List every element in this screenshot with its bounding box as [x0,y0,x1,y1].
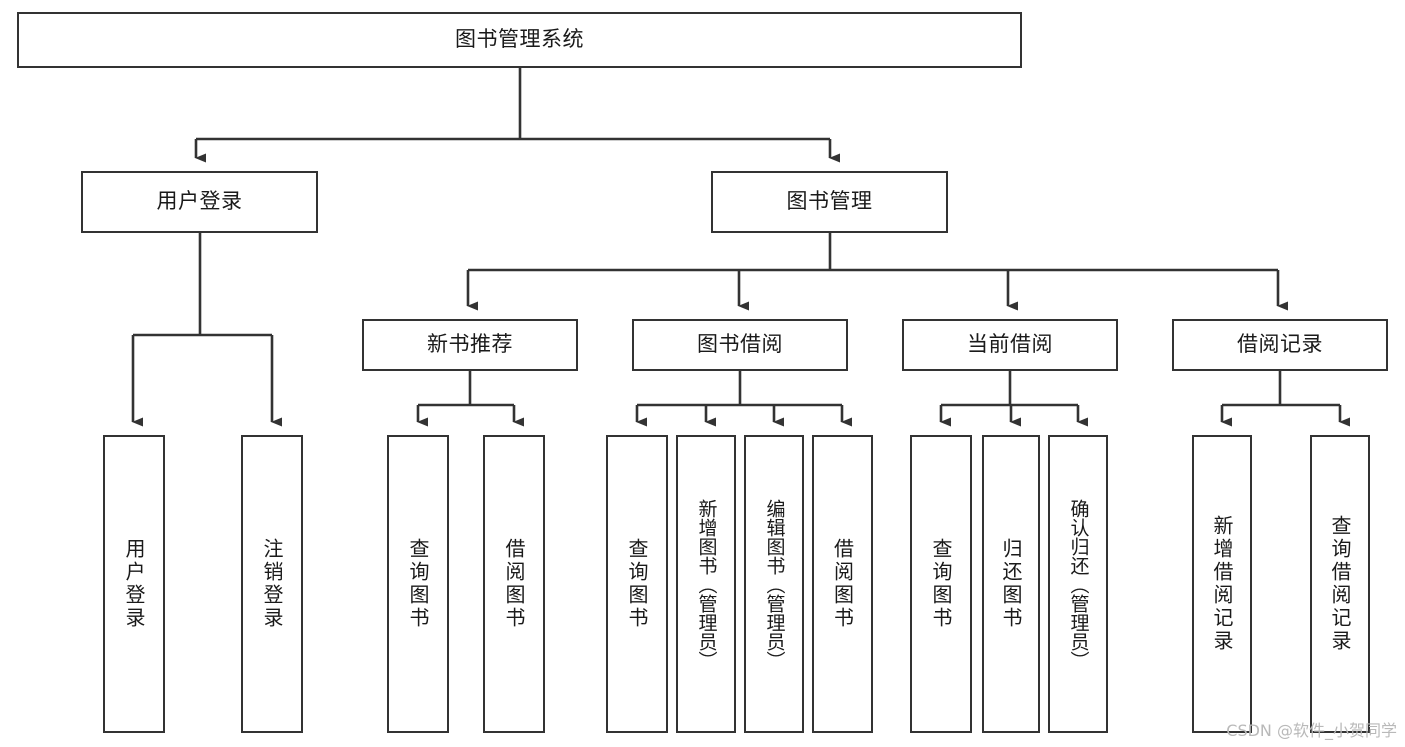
node-current-borrow-label: 当前借阅 [967,332,1053,357]
node-user-login[interactable]: 用户登录 [81,171,318,233]
node-leaf-borrow-book[interactable]: 借阅图书 [812,435,873,733]
node-leaf-user-login-label: 用户登录 [122,538,146,630]
node-leaf-add-borrow-record-label: 新增借阅记录 [1210,515,1234,653]
node-new-book-recommend[interactable]: 新书推荐 [362,319,578,371]
node-leaf-borrow-book-recommend[interactable]: 借阅图书 [483,435,545,733]
node-leaf-user-logout[interactable]: 注销登录 [241,435,303,733]
node-leaf-add-borrow-record[interactable]: 新增借阅记录 [1192,435,1252,733]
node-leaf-query-borrow-record-label: 查询借阅记录 [1328,515,1352,653]
node-leaf-query-book-borrow[interactable]: 查询图书 [606,435,668,733]
node-borrow-record-label: 借阅记录 [1237,332,1323,357]
node-leaf-query-book-borrow-label: 查询图书 [625,538,649,630]
node-leaf-return-book[interactable]: 归还图书 [982,435,1040,733]
node-book-management-label: 图书管理 [786,189,873,214]
node-leaf-add-book-admin[interactable]: 新增图书（管理员） [676,435,736,733]
node-user-login-label: 用户登录 [156,189,243,214]
node-root-label: 图书管理系统 [455,27,584,52]
node-book-borrow-label: 图书借阅 [697,332,783,357]
node-new-book-recommend-label: 新书推荐 [427,332,513,357]
node-book-borrow[interactable]: 图书借阅 [632,319,848,371]
node-leaf-return-book-label: 归还图书 [999,538,1023,630]
node-leaf-confirm-return-admin[interactable]: 确认归还（管理员） [1048,435,1108,733]
node-root[interactable]: 图书管理系统 [17,12,1022,68]
node-book-management[interactable]: 图书管理 [711,171,948,233]
node-current-borrow[interactable]: 当前借阅 [902,319,1118,371]
node-leaf-borrow-book-label: 借阅图书 [830,538,855,630]
node-leaf-borrow-book-recommend-label: 借阅图书 [502,538,526,630]
node-leaf-query-book-current-label: 查询图书 [929,538,953,630]
node-leaf-query-borrow-record[interactable]: 查询借阅记录 [1310,435,1370,733]
node-leaf-confirm-return-admin-label: 确认归还（管理员） [1067,498,1090,670]
node-leaf-add-book-admin-label: 新增图书（管理员） [695,498,718,670]
connector-lines [131,68,1350,427]
node-leaf-user-login[interactable]: 用户登录 [103,435,165,733]
node-borrow-record[interactable]: 借阅记录 [1172,319,1388,371]
node-leaf-query-book-recommend[interactable]: 查询图书 [387,435,449,733]
node-leaf-query-book-current[interactable]: 查询图书 [910,435,972,733]
node-leaf-edit-book-admin-label: 编辑图书（管理员） [763,498,786,670]
node-leaf-user-logout-label: 注销登录 [260,538,284,630]
node-leaf-edit-book-admin[interactable]: 编辑图书（管理员） [744,435,804,733]
node-leaf-query-book-recommend-label: 查询图书 [406,538,430,630]
watermark-text: CSDN @软件_小贺同学 [1226,721,1397,740]
